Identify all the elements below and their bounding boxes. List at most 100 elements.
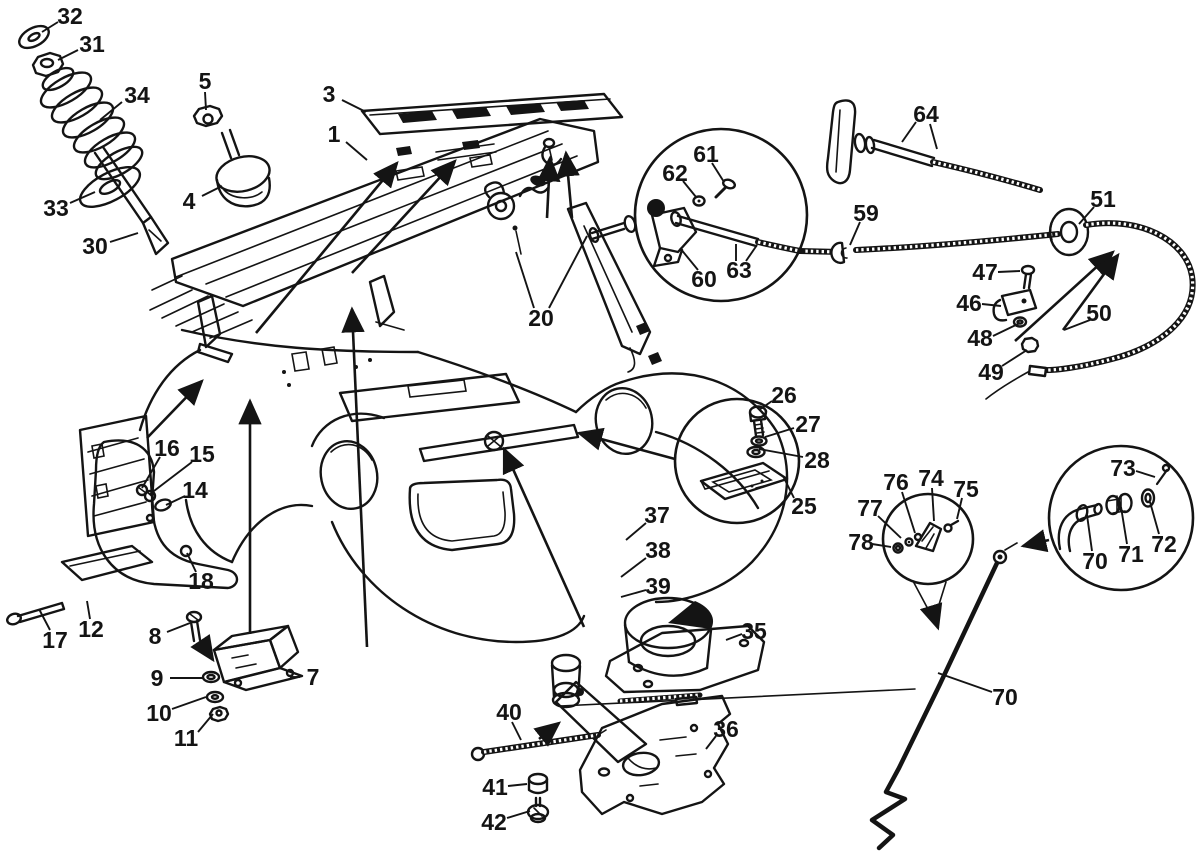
- pointer-arrows-layer: [146, 150, 1120, 747]
- leader-line-30: [109, 232, 139, 243]
- leader-line-75: [956, 497, 963, 520]
- callout-63: 63: [726, 257, 752, 283]
- pointer-arrow: [537, 155, 561, 219]
- leader-line-3: [341, 99, 367, 113]
- callout-76: 76: [883, 469, 909, 495]
- leader-line-72: [1149, 501, 1160, 535]
- leader-line-5: [204, 91, 207, 111]
- leader-line-46: [981, 303, 1002, 307]
- leader-line-15: [149, 461, 193, 495]
- leader-line-63: [745, 244, 758, 262]
- leader-line-71: [1120, 506, 1128, 545]
- pointer-arrow: [556, 150, 580, 219]
- callout-39: 39: [645, 573, 671, 599]
- pointer-arrow: [146, 379, 204, 439]
- callout-4: 4: [183, 188, 196, 214]
- leader-line-38: [620, 557, 647, 578]
- callout-60: 60: [691, 266, 717, 292]
- detail-circles-layer: [633, 127, 1195, 592]
- bonnet-spring-assembly: [18, 24, 170, 256]
- leader-line-26: [758, 400, 773, 411]
- leader-line-64: [901, 121, 917, 143]
- callout-51: 51: [1090, 186, 1116, 212]
- car-body: [138, 275, 789, 644]
- grille-trim: [360, 92, 624, 136]
- leader-line-40: [511, 721, 522, 741]
- pointer-arrow: [502, 446, 586, 628]
- leader-line-28: [758, 448, 804, 458]
- pointer-arrow: [351, 159, 457, 274]
- leader-line-60: [679, 247, 699, 271]
- leader-line-70: [1086, 514, 1093, 552]
- callout-12: 12: [78, 616, 104, 642]
- leader-line-78: [871, 543, 892, 548]
- leader-line-49: [1001, 349, 1028, 367]
- bracket-7-assembly: [185, 610, 304, 723]
- leader-line-35: [725, 633, 743, 641]
- callout-33: 33: [43, 195, 69, 221]
- leader-line-59: [849, 221, 861, 246]
- callout-47: 47: [972, 259, 998, 285]
- callout-10: 10: [146, 700, 172, 726]
- pointer-arrow: [1020, 529, 1050, 553]
- lock-plate-36: [526, 694, 732, 824]
- leader-line-48: [992, 322, 1021, 337]
- detail-circle-4: [1047, 444, 1195, 592]
- leader-line-17: [38, 608, 51, 631]
- callout-36: 36: [713, 716, 739, 742]
- callout-40: 40: [496, 699, 522, 725]
- callout-15: 15: [189, 441, 215, 467]
- callout-9: 9: [151, 665, 164, 691]
- bolt-17: [6, 601, 66, 626]
- callout-32: 32: [57, 3, 83, 29]
- leader-line-20: [548, 235, 588, 309]
- pointer-arrow: [919, 602, 943, 631]
- callout-75: 75: [953, 476, 979, 502]
- pointer-arrow: [341, 306, 369, 648]
- leader-line-11: [197, 713, 214, 733]
- mounting-bracket-12: [60, 414, 239, 590]
- detail-rod-end-70-73: [1057, 463, 1171, 553]
- detail-circle-2: [673, 397, 801, 525]
- callout-38: 38: [645, 537, 671, 563]
- callout-7: 7: [307, 664, 320, 690]
- leader-line-51: [1078, 206, 1095, 225]
- leader-line-73: [1135, 470, 1156, 478]
- detail-catch-74-78: [892, 519, 960, 612]
- callout-3: 3: [323, 81, 336, 107]
- leader-line-25: [782, 475, 795, 499]
- detail-circle-1: [633, 127, 809, 303]
- callout-49: 49: [978, 359, 1004, 385]
- callout-18: 18: [188, 568, 214, 594]
- release-lever-and-spring: [470, 653, 916, 764]
- callout-35: 35: [741, 618, 767, 644]
- leader-line-1: [345, 141, 368, 161]
- leader-line-39: [620, 589, 647, 598]
- callout-42: 42: [481, 809, 507, 835]
- cable-run: [797, 207, 1196, 400]
- callout-37: 37: [644, 502, 670, 528]
- leader-line-76: [901, 491, 916, 534]
- leader-line-36: [705, 735, 717, 750]
- callout-70: 70: [1082, 548, 1108, 574]
- callout-74: 74: [918, 465, 944, 491]
- callout-25: 25: [791, 493, 817, 519]
- callout-61: 61: [693, 141, 719, 167]
- detail-striker-25-28: [699, 405, 789, 501]
- callout-59: 59: [853, 200, 879, 226]
- callout-73: 73: [1110, 455, 1136, 481]
- leader-line-50: [1063, 319, 1091, 331]
- prop-rod-70: [869, 542, 1018, 851]
- callout-31: 31: [79, 31, 105, 57]
- leader-line-42: [506, 810, 531, 819]
- callout-5: 5: [199, 68, 212, 94]
- callout-41: 41: [482, 774, 508, 800]
- callout-8: 8: [149, 623, 162, 649]
- callout-17: 17: [42, 627, 68, 653]
- leader-line-12: [86, 600, 91, 620]
- callout-16: 16: [154, 435, 180, 461]
- leader-line-16: [141, 456, 161, 489]
